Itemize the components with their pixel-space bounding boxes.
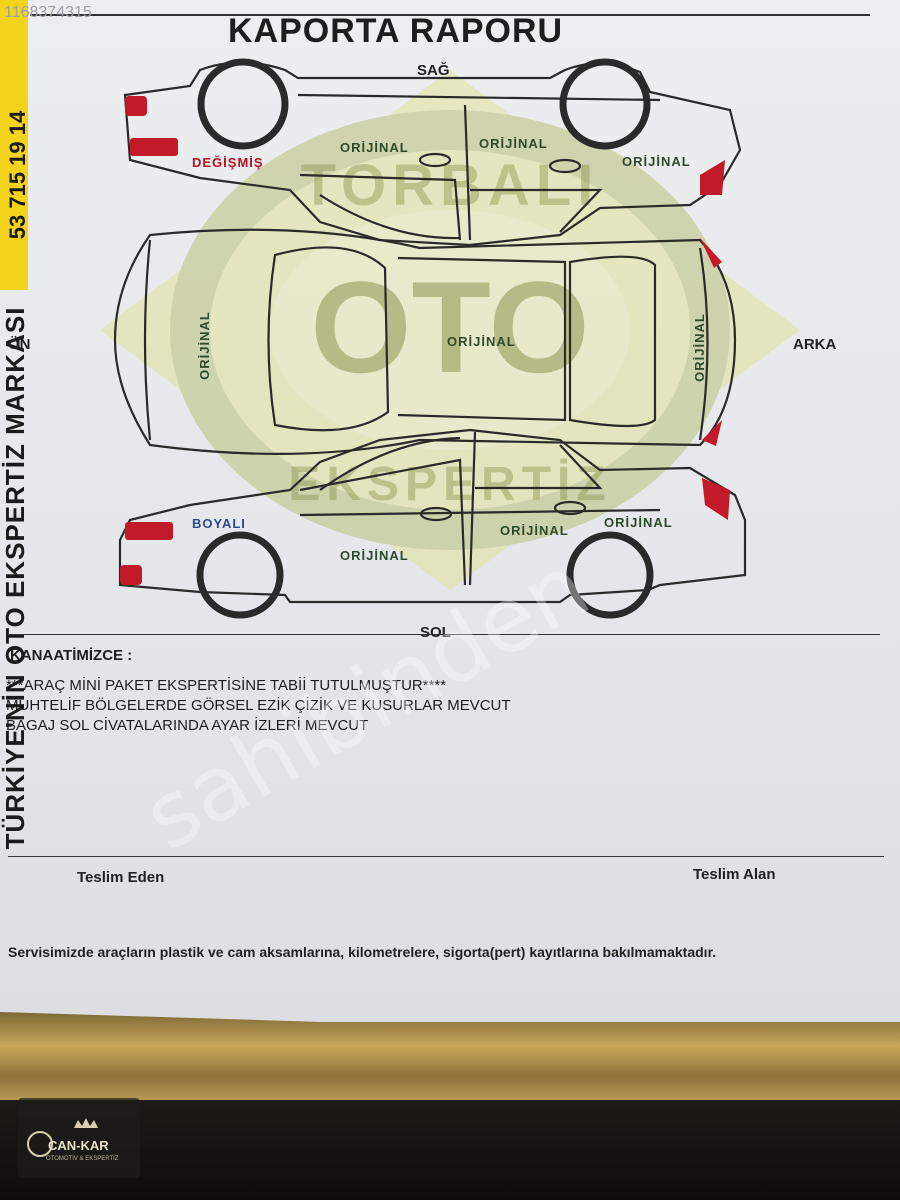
- notes-section: KANAATİMİZCE : ***ARAÇ MİNİ PAKET EKSPER…: [6, 646, 511, 736]
- top-view: [113, 228, 737, 455]
- note-line: BAGAJ SOL CİVATALARINDA AYAR İZLERİ MEVC…: [6, 717, 369, 734]
- label-front: ÖN: [8, 336, 31, 353]
- right-side-view: [123, 58, 742, 247]
- car-diagram: OTO TORBALI EKSPERTİZ: [100, 58, 800, 619]
- part-hood: ORİJİNAL: [691, 313, 707, 382]
- part-right-rear-door: ORİJİNAL: [340, 140, 409, 155]
- disclaimer: Servisimizde araçların plastik ve cam ak…: [8, 944, 717, 960]
- label-rear: ARKA: [793, 336, 837, 353]
- part-left-rear-door: ORİJİNAL: [340, 548, 409, 563]
- section-rule-top: [8, 634, 880, 635]
- note-line: MUHTELİF BÖLGELERDE GÖRSEL EZİK ÇİZİK VE…: [6, 697, 511, 714]
- signature-receiver: Teslim Alan: [693, 866, 776, 883]
- part-trunk: ORİJİNAL: [196, 311, 212, 380]
- dark-background: [0, 1100, 900, 1200]
- part-left-rear-fender: BOYALI: [192, 516, 246, 531]
- report-title: KAPORTA RAPORU: [228, 12, 564, 50]
- stamp-ring-bottom: EKSPERTİZ: [288, 458, 611, 511]
- logo-tagline: OTOMOTİV & EKSPERTİZ: [46, 1156, 119, 1162]
- label-left: SOL: [420, 624, 451, 641]
- notes-heading: KANAATİMİZCE :: [10, 647, 133, 664]
- part-roof: ORİJİNAL: [447, 334, 516, 349]
- stock-id: 1168374315: [4, 4, 92, 21]
- report-sheet: 53 715 19 14 TÜRKİYE'NİN OTO EKSPERTİZ M…: [0, 0, 900, 1022]
- signature-giver: Teslim Eden: [77, 869, 165, 886]
- expertise-stamp: [100, 70, 800, 590]
- part-right-front-door: ORİJİNAL: [479, 136, 548, 151]
- yellow-side-strip: [0, 0, 28, 290]
- stamp-text: OTO: [310, 254, 589, 400]
- section-rule-bottom: [8, 856, 884, 857]
- label-right: SAĞ: [417, 62, 450, 79]
- part-left-front-door: ORİJİNAL: [500, 523, 569, 538]
- crown-icon: [27, 1118, 98, 1157]
- note-line: ***ARAÇ MİNİ PAKET EKSPERTİSİNE TABİİ TU…: [6, 677, 447, 694]
- left-side-view: [118, 428, 747, 619]
- logo-name: CAN-KAR: [48, 1138, 109, 1153]
- can-kar-logo: [18, 1098, 140, 1178]
- top-rule: [30, 14, 870, 16]
- part-right-rear-fender: DEĞİŞMİŞ: [192, 155, 264, 170]
- part-right-front-fender: ORİJİNAL: [622, 154, 691, 169]
- tail-lamps: [120, 96, 730, 585]
- part-left-front-fender: ORİJİNAL: [604, 515, 673, 530]
